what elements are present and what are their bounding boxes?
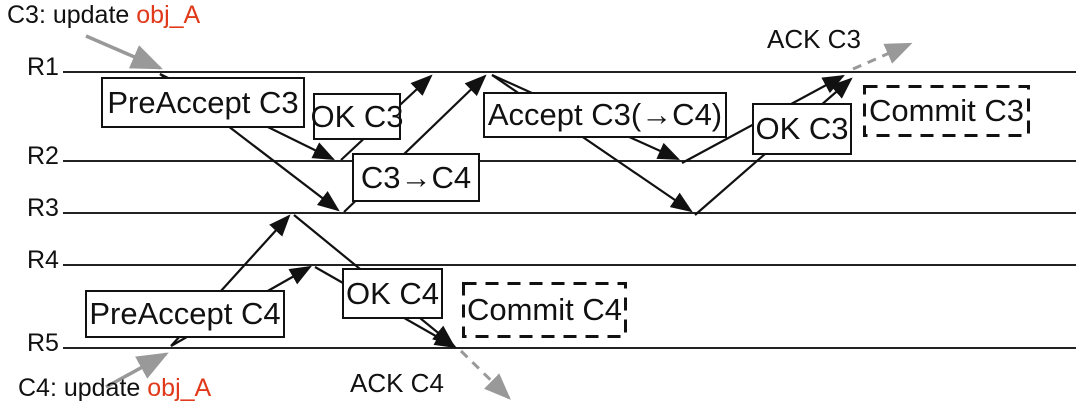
replica-label-r4: R4 <box>27 246 59 274</box>
replica-label-r2: R2 <box>27 142 59 170</box>
c3-after-c4-box: C3→C4 <box>352 153 480 202</box>
commit-c3-box-outline <box>863 85 1030 137</box>
ack-c4-label: ACK C4 <box>350 368 444 398</box>
command-c3-annotation: C3: update obj_A <box>7 1 200 30</box>
arrow-client-c3-request <box>85 34 163 70</box>
ok-c3-first-box: OK C3 <box>310 93 404 140</box>
arrow-ack-c4 <box>459 349 511 400</box>
commit-c4-box: Commit C4 <box>466 292 622 327</box>
command-c4-annotation: C4: update obj_A <box>18 374 211 403</box>
client-arrows <box>85 34 169 389</box>
command-c4-text: C4: update <box>18 374 148 402</box>
arrow-ack-c3 <box>852 42 913 71</box>
ok-c3-second-box: OK C3 <box>752 103 852 155</box>
arrow-client-c4-request <box>105 352 169 389</box>
replica-timelines <box>63 71 1076 349</box>
replica-label-r5: R5 <box>27 329 59 357</box>
command-c3-text: C3: update <box>7 1 137 29</box>
ok-c4-box: OK C4 <box>342 268 443 319</box>
commit-c3-box: Commit C3 <box>868 93 1024 128</box>
preaccept-c3-box: PreAccept C3 <box>101 77 305 128</box>
commit-c4-box-outline <box>462 282 627 338</box>
ack-c3-label: ACK C3 <box>767 24 861 54</box>
preaccept-c4-box: PreAccept C4 <box>85 290 285 338</box>
ack-arrows <box>459 42 913 400</box>
accept-c3-box: Accept C3(→C4) <box>483 92 727 138</box>
replica-label-r3: R3 <box>27 194 59 222</box>
command-c3-object: obj_A <box>136 1 201 29</box>
commit-boxes <box>462 85 1030 338</box>
command-c4-object: obj_A <box>147 374 212 402</box>
replica-label-r1: R1 <box>27 53 59 81</box>
